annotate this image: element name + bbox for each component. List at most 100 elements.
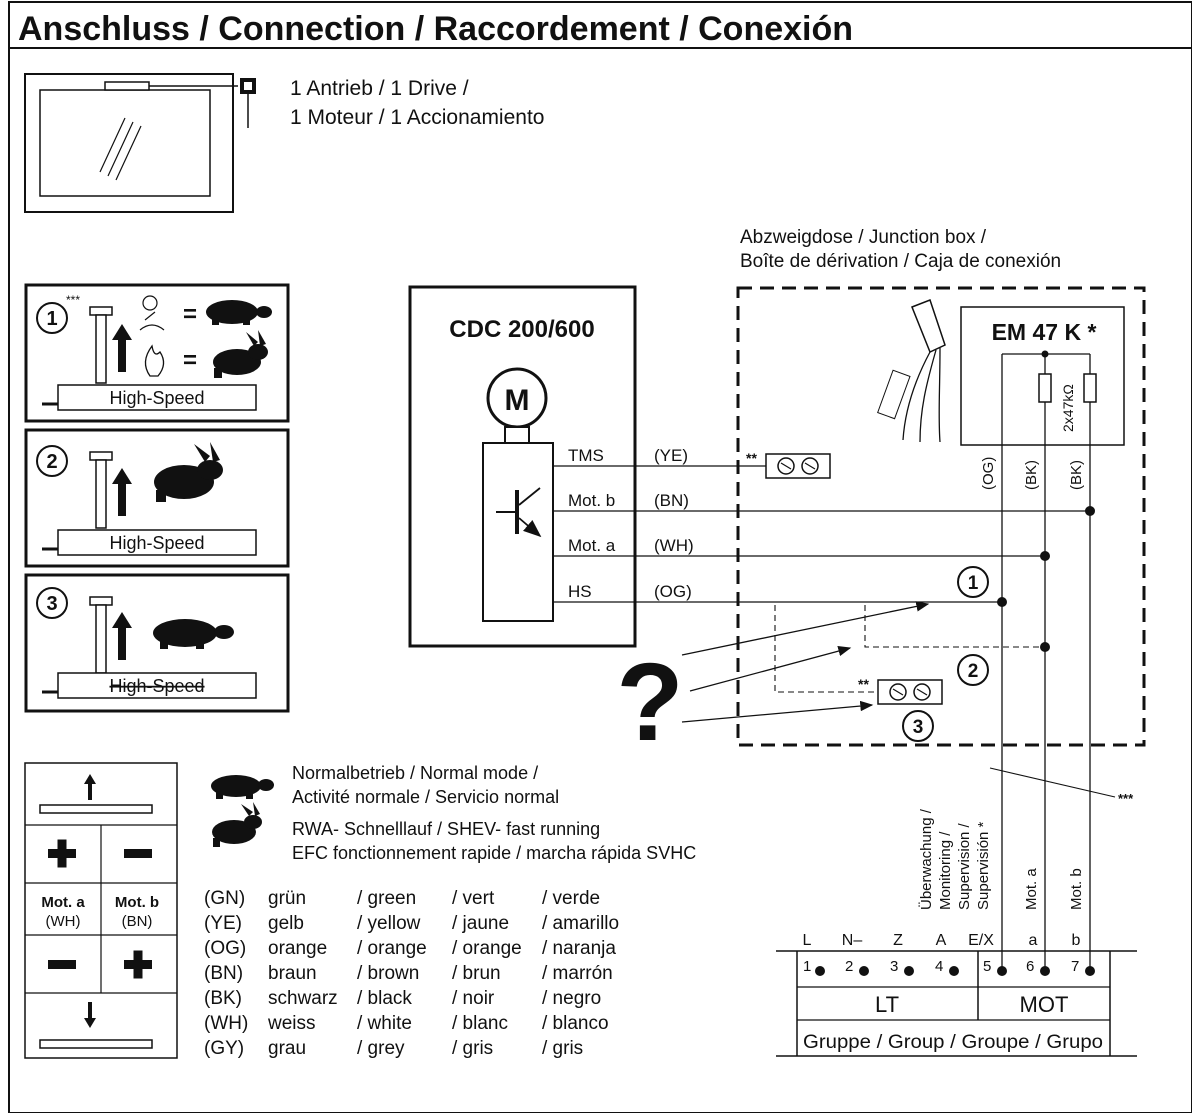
terminal-top-3: Z <box>893 932 903 949</box>
minus-icon <box>48 960 76 969</box>
color-de: schwarz <box>268 988 338 1009</box>
color-en: / grey <box>357 1038 405 1059</box>
wire-name-mot-b: Mot. b <box>568 491 615 510</box>
junction-label-line2: Boîte de dérivation / Caja de conexión <box>740 251 1061 272</box>
wire-label-bk-2: (BK) <box>1068 460 1085 490</box>
wire-color-mot-b: (BN) <box>654 491 689 510</box>
mot-b-vertical-label: Mot. b <box>1068 868 1085 910</box>
arrow-up-icon <box>112 612 132 660</box>
color-fr: / vert <box>452 888 495 909</box>
color-en: / green <box>357 888 416 909</box>
turtle-icon <box>211 775 274 799</box>
mode-box-2: 2 High-Speed <box>24 428 290 568</box>
drive-label-line1: 1 Antrieb / 1 Drive / <box>290 77 469 100</box>
question-mark: ? <box>616 641 683 764</box>
color-de: braun <box>268 963 317 984</box>
terminal-num-3: 3 <box>890 958 898 975</box>
rabbit-icon <box>154 442 223 502</box>
wire-name-mot-a: Mot. a <box>568 536 616 555</box>
color-es: / negro <box>542 988 601 1009</box>
wire-label-bk-1: (BK) <box>1023 460 1040 490</box>
color-code: (WH) <box>204 1013 248 1034</box>
terminal-num-2: 2 <box>845 958 853 975</box>
supervision-label-1: Überwachung / <box>917 808 935 910</box>
mode-label-1: High-Speed <box>109 388 204 408</box>
junction-box <box>736 286 1146 747</box>
color-es: / naranja <box>542 938 616 959</box>
rabbit-icon <box>213 330 268 378</box>
color-fr: / gris <box>452 1038 493 1059</box>
terminal-top-4: A <box>936 932 947 949</box>
supervision-label-2: Monitoring / <box>937 831 954 910</box>
motor-label: M <box>505 384 530 417</box>
mode-note-1: *** <box>66 293 80 307</box>
color-code: (GY) <box>204 1038 244 1059</box>
color-fr: / noir <box>452 988 495 1009</box>
color-es: / amarillo <box>542 913 619 934</box>
color-de: orange <box>268 938 327 959</box>
arrow-up-icon <box>112 324 132 372</box>
terminal-top-2: N– <box>842 932 863 949</box>
em47k-module: EM 47 K * 2x47kΩ <box>960 306 1125 446</box>
wire-name-tms: TMS <box>568 446 604 465</box>
legend-fast-line1: RWA- Schnelllauf / SHEV- fast running <box>292 819 600 839</box>
color-en: / orange <box>357 938 427 959</box>
color-en: / yellow <box>357 913 421 934</box>
cdc-title: CDC 200/600 <box>449 316 594 343</box>
rabbit-icon <box>212 802 262 847</box>
color-fr: / blanc <box>452 1013 508 1034</box>
terminal-lt: LT <box>875 992 899 1017</box>
page-title: Anschluss / Connection / Raccordement / … <box>18 10 853 48</box>
color-de: weiss <box>267 1013 316 1034</box>
mode-number-2: 2 <box>46 451 57 473</box>
minus-icon <box>124 849 152 858</box>
drive-label-line2: 1 Moteur / 1 Accionamiento <box>290 106 544 129</box>
wire-label-og: (OG) <box>980 457 997 490</box>
polarity-mot-b-color: (BN) <box>122 913 153 930</box>
polarity-mot-a-color: (WH) <box>46 913 81 930</box>
wind-icon <box>139 311 165 331</box>
color-es: / blanco <box>542 1013 609 1034</box>
color-code: (BK) <box>204 988 242 1009</box>
color-legend: (GN) grün / green / vert / verde (YE) ge… <box>204 888 619 1059</box>
color-es: / verde <box>542 888 600 909</box>
terminal-top-5: E/X <box>968 932 994 949</box>
resistor-icon <box>1083 373 1097 403</box>
color-code: (YE) <box>204 913 242 934</box>
color-code: (GN) <box>204 888 245 909</box>
color-de: gelb <box>268 913 304 934</box>
arrow-down-icon <box>84 1002 96 1028</box>
sun-icon <box>142 295 158 311</box>
option-marker-1: 1 <box>968 573 979 594</box>
terminal-num-4: 4 <box>935 958 943 975</box>
resistor-icon <box>1038 373 1052 403</box>
junction-wires <box>774 445 1095 968</box>
mot-a-vertical-label: Mot. a <box>1023 868 1040 910</box>
page-frame <box>8 1 1192 1113</box>
turtle-icon <box>206 300 272 325</box>
wire-color-mot-a: (WH) <box>654 536 694 555</box>
color-fr: / brun <box>452 963 501 984</box>
option-marker-2: 2 <box>968 661 979 682</box>
svg-text:=: = <box>183 301 197 328</box>
junction-label-line1: Abzweigdose / Junction box / <box>740 227 987 248</box>
plus-icon <box>57 839 67 868</box>
wire-name-hs: HS <box>568 582 592 601</box>
color-en: / brown <box>357 963 419 984</box>
wire-color-hs: (OG) <box>654 582 692 601</box>
double-star-2: ** <box>858 676 869 692</box>
color-code: (OG) <box>204 938 246 959</box>
color-code: (BN) <box>204 963 243 984</box>
terminal-top-1: L <box>803 932 812 949</box>
terminal-num-1: 1 <box>803 958 811 975</box>
option-marker-3: 3 <box>913 717 924 738</box>
color-en: / white <box>357 1013 412 1034</box>
mode-label-3: High-Speed <box>109 676 204 696</box>
triple-star: *** <box>1118 791 1134 806</box>
fire-icon <box>144 344 165 377</box>
mode-label-2: High-Speed <box>109 533 204 553</box>
mode-number-3: 3 <box>46 593 57 615</box>
polarity-mot-a: Mot. a <box>41 894 85 911</box>
arrow-up-icon <box>84 774 96 800</box>
